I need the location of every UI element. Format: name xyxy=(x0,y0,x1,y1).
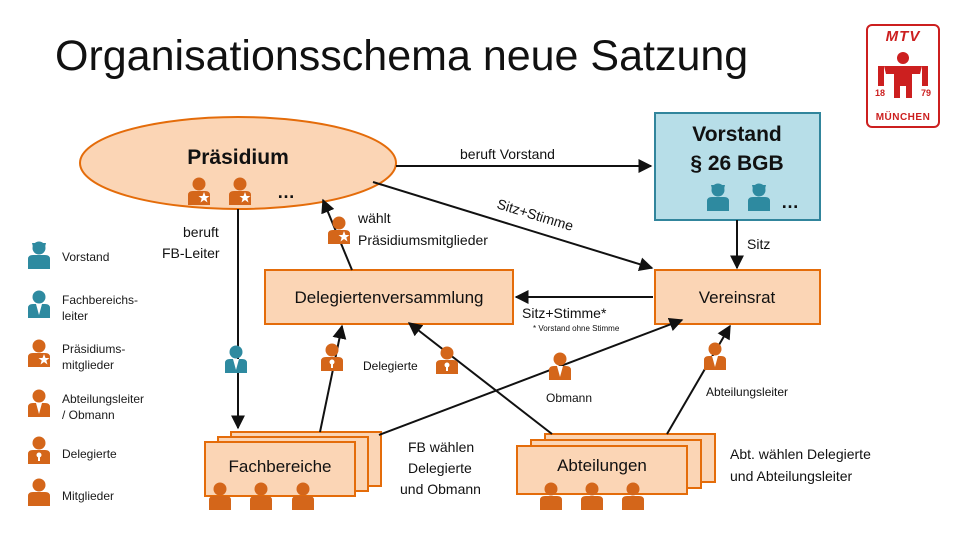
vorstand-icon xyxy=(707,183,729,211)
abteilungsleiter-obmann-icon xyxy=(704,342,726,370)
edge-footnote: * Vorstand ohne Stimme xyxy=(533,324,620,333)
arrow-abt-dv xyxy=(407,322,553,435)
praesidiumsmitglied-icon xyxy=(28,339,50,367)
abt-waehlen-line1: Abt. wählen Delegierte xyxy=(730,446,871,462)
mitglied-icon xyxy=(292,482,314,510)
legend-label-delegierte: Delegierte xyxy=(62,447,117,461)
logo-bottom-text: MÜNCHEN xyxy=(875,112,931,123)
abteilungsleiter-obmann-icon xyxy=(549,352,571,380)
abteilungen-label: Abteilungen xyxy=(557,456,647,475)
arrow-fb-vereinsrat xyxy=(378,317,684,436)
mitglied-icon xyxy=(250,482,272,510)
edge-abteilungsleiter: Abteilungsleiter xyxy=(706,385,788,399)
praesidium-label: Präsidium xyxy=(187,146,289,169)
fb-waehlen-line3: und Obmann xyxy=(400,481,481,497)
legend-label-fachbereichsleiter: Fachbereichs-leiter xyxy=(62,293,139,323)
arrow-abt-vereinsrat xyxy=(666,324,731,435)
edge-fb-leiter: FB-Leiter xyxy=(162,245,220,261)
mtv-logo: MTV 18 79 MÜNCHEN xyxy=(866,24,940,128)
logo-top-text: MTV xyxy=(885,28,921,45)
praesidiumsmitglied-icon xyxy=(188,177,210,205)
delegiertenversammlung-box[interactable] xyxy=(264,269,514,325)
fb-waehlen-line1: FB wählen xyxy=(408,439,474,455)
legend-label-abteilungsleiter: Abteilungsleiter/ Obmann xyxy=(62,392,145,422)
legend-label-praesidiumsmitglieder: Präsidiums-mitglieder xyxy=(62,342,126,372)
fachbereichsleiter-icon xyxy=(28,290,50,318)
vorstand-label: Vorstand xyxy=(692,123,781,146)
delegierte-icon xyxy=(321,343,343,371)
vorstand-icon xyxy=(748,183,770,211)
vorstand-law-label: § 26 BGB xyxy=(690,152,783,175)
logo-year-right: 79 xyxy=(920,88,931,98)
edge-obmann: Obmann xyxy=(546,391,592,405)
fachbereiche-stack[interactable] xyxy=(204,431,382,497)
edge-waehlt: wählt xyxy=(357,210,391,226)
delegierte-icon xyxy=(28,436,50,464)
edge-beruft-vorstand: beruft Vorstand xyxy=(460,146,555,162)
arrow-fb-dv xyxy=(319,324,347,433)
edge-beruft: beruft xyxy=(183,224,219,240)
abt-waehlen-line2: und Abteilungsleiter xyxy=(730,468,853,484)
vereinsrat-label: Vereinsrat xyxy=(699,288,776,307)
fachbereiche-label: Fachbereiche xyxy=(228,457,331,476)
mitglied-icon xyxy=(28,478,50,506)
edge-sitz-stimme-star: Sitz+Stimme* xyxy=(522,305,607,321)
edge-sitz-stimme: Sitz+Stimme xyxy=(495,196,575,234)
edge-delegierte: Delegierte xyxy=(363,359,418,373)
mitglied-icon xyxy=(622,482,644,510)
mitglied-icon xyxy=(581,482,603,510)
legend-label-mitglieder: Mitglieder xyxy=(62,489,115,503)
fachbereichsleiter-icon xyxy=(225,345,247,373)
vorstand-icon xyxy=(28,241,50,269)
praesidiumsmitglied-icon xyxy=(229,177,251,205)
mitglied-icon xyxy=(540,482,562,510)
mitglied-icon xyxy=(209,482,231,510)
page-title: Organisationsschema neue Satzung xyxy=(55,32,749,80)
logo-year-left: 18 xyxy=(875,88,886,98)
arrow-praesidium-vereinsrat xyxy=(372,181,654,271)
abteilungen-stack[interactable] xyxy=(516,433,716,495)
edge-praesidiumsmitglieder: Präsidiumsmitglieder xyxy=(358,232,488,248)
vereinsrat-box[interactable] xyxy=(654,269,821,325)
praesidiumsmitglied-icon xyxy=(328,216,350,244)
delegiertenversammlung-label: Delegiertenversammlung xyxy=(295,288,484,307)
legend-label-vorstand: Vorstand xyxy=(62,250,110,264)
praesidium-ellipsis: … xyxy=(277,182,295,202)
delegierte-icon xyxy=(436,346,458,374)
fb-waehlen-line2: Delegierte xyxy=(408,460,472,476)
logo-figure-icon xyxy=(878,52,928,98)
abteilungsleiter-obmann-icon xyxy=(28,389,50,417)
edge-sitz: Sitz xyxy=(747,236,770,252)
vorstand-ellipsis: … xyxy=(781,192,799,212)
